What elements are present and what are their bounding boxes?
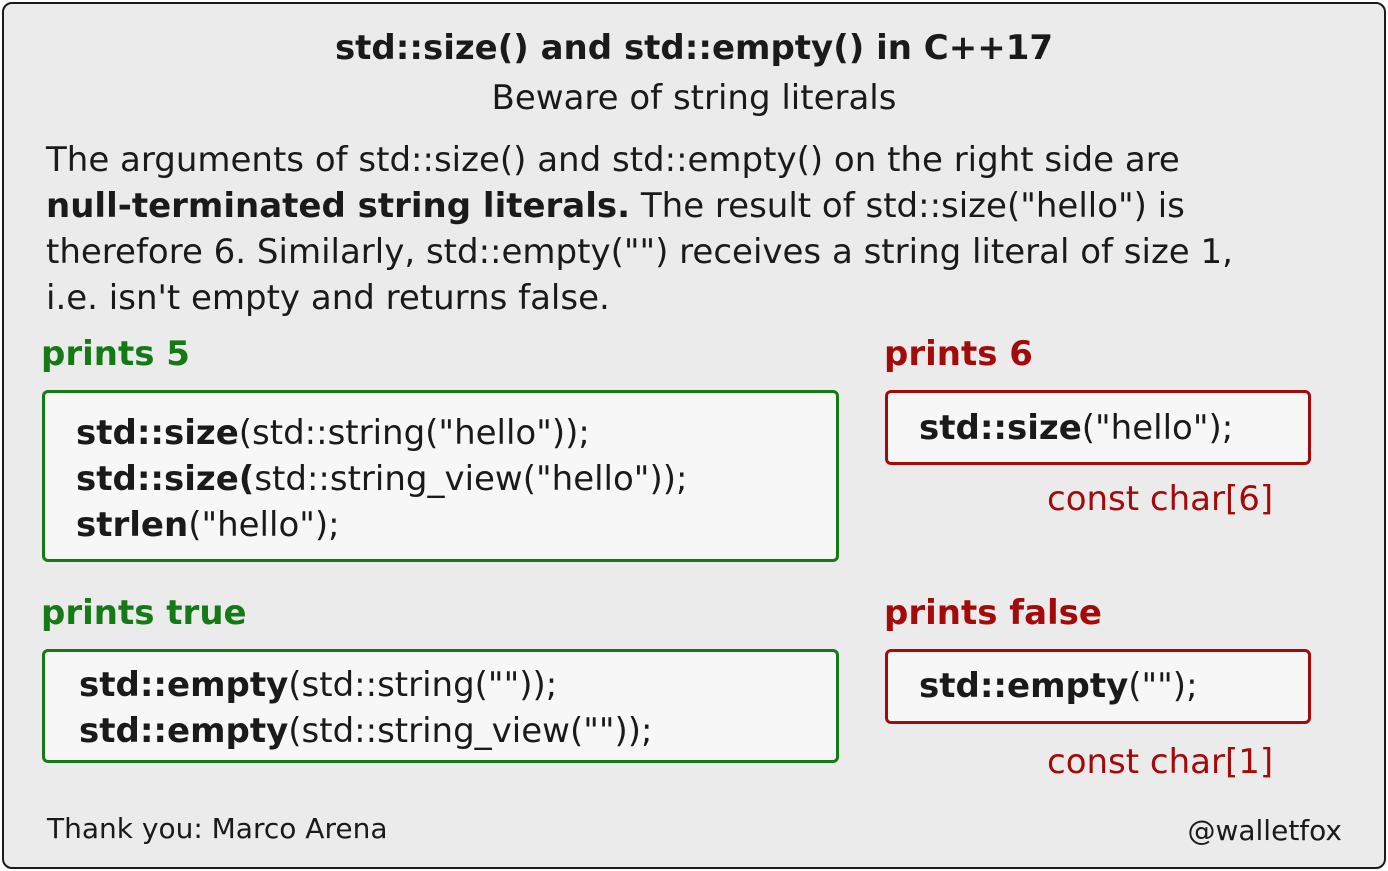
code-line: std::empty(std::string("")); (79, 662, 836, 708)
code-function: std::size (76, 413, 239, 453)
code-args: ("hello"); (188, 505, 340, 545)
code-function: std::size( (76, 459, 255, 499)
type-note-size: const char[6] (1047, 479, 1274, 519)
size-good-code-box: std::size(std::string("hello")); std::si… (42, 390, 839, 562)
type-note-empty: const char[1] (1047, 742, 1274, 782)
empty-good-code-box: std::empty(std::string("")); std::empty(… (42, 649, 839, 763)
code-line: std::size(std::string("hello")); (76, 410, 836, 456)
prints-true-label: prints true (41, 593, 247, 633)
prints-5-label: prints 5 (41, 334, 190, 374)
code-line: std::size(std::string_view("hello")); (76, 456, 836, 502)
author-handle: @walletfox (1187, 814, 1342, 847)
code-function: std::empty (919, 666, 1129, 706)
intro-line-2-rest: The result of std::size("hello") is (630, 186, 1185, 226)
code-line: std::empty(std::string_view("")); (79, 708, 836, 754)
page-title: std::size() and std::empty() in C++17 (334, 28, 1054, 68)
code-line: std::empty(""); (919, 663, 1308, 709)
code-line: std::size("hello"); (919, 405, 1308, 451)
prints-6-label: prints 6 (884, 334, 1033, 374)
code-args: ("hello"); (1081, 408, 1234, 448)
code-function: strlen (76, 505, 189, 545)
code-line: strlen("hello"); (76, 502, 836, 548)
code-args: (std::string_view("")); (288, 711, 653, 751)
intro-line-4: i.e. isn't empty and returns false. (46, 278, 610, 318)
code-args: (std::string("")); (288, 665, 558, 705)
empty-bad-code-box: std::empty(""); (885, 649, 1311, 724)
intro-line-2: null-terminated string literals. The res… (46, 183, 1376, 229)
prints-false-label: prints false (884, 593, 1102, 633)
intro-line-3: therefore 6. Similarly, std::empty("") r… (46, 232, 1233, 272)
code-args: std::string_view("hello")); (254, 459, 688, 499)
intro-line-1: The arguments of std::size() and std::em… (46, 140, 1180, 180)
credit-text: Thank you: Marco Arena (47, 812, 388, 845)
code-args: (std::string("hello")); (238, 413, 590, 453)
intro-emphasis: null-terminated string literals. (46, 186, 631, 226)
size-bad-code-box: std::size("hello"); (885, 390, 1311, 465)
page-subtitle: Beware of string literals (491, 78, 897, 118)
code-function: std::empty (79, 665, 289, 705)
code-args: (""); (1128, 666, 1198, 706)
code-function: std::empty (79, 711, 289, 751)
code-function: std::size (919, 408, 1082, 448)
intro-paragraph: The arguments of std::size() and std::em… (46, 137, 1376, 321)
